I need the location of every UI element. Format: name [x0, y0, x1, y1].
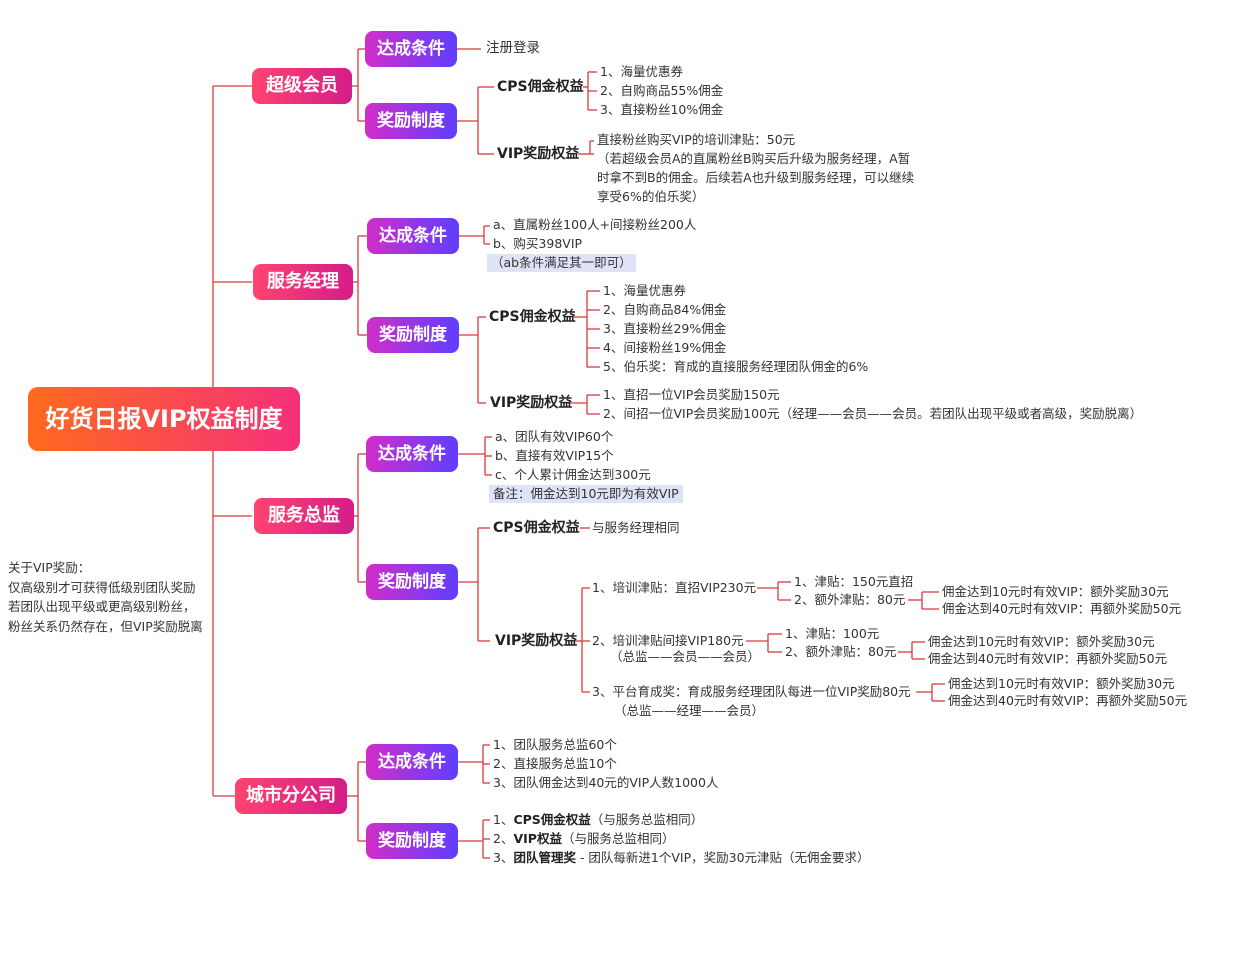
node-director-reward[interactable]: 奖励制度 — [366, 564, 458, 600]
node-city-branch[interactable]: 城市分公司 — [235, 778, 347, 814]
city-reward-num: 3、 — [493, 850, 514, 865]
director-vip1-bonus: 佣金达到40元时有效VIP：再额外奖励50元 — [942, 601, 1182, 616]
note-line: 关于VIP奖励： — [8, 560, 91, 575]
node-service-director[interactable]: 服务总监 — [254, 498, 354, 534]
manager-reach-item: b、购买398VIP — [493, 236, 583, 251]
director-vip3-path: （总监——经理——会员） — [614, 703, 765, 718]
super-vip-text: （若超级会员A的直属粉丝B购买后升级为服务经理，A暂 — [597, 151, 911, 166]
city-reward-item: 1、CPS佣金权益（与服务总监相同） — [493, 811, 703, 829]
city-reward-desc: （与服务总监相同） — [590, 812, 704, 827]
super-cps-label: CPS佣金权益 — [497, 79, 584, 95]
super-vip-text: 时拿不到B的佣金。后续若A也升级到服务经理，可以继续 — [597, 170, 915, 185]
city-reward-num: 1、 — [493, 812, 514, 827]
manager-vip-label: VIP奖励权益 — [490, 395, 573, 411]
super-vip-text: 直接粉丝购买VIP的培训津贴：50元 — [597, 132, 796, 147]
director-reach-item: c、个人累计佣金达到300元 — [495, 467, 651, 482]
city-reward-desc: （与服务总监相同） — [561, 831, 675, 846]
city-reward-name: VIP权益 — [513, 831, 562, 846]
super-cps-item: 3、直接粉丝10%佣金 — [600, 102, 724, 117]
manager-reach-item: a、直属粉丝100人+间接粉丝200人 — [493, 217, 697, 232]
manager-vip-item: 2、间招一位VIP会员奖励100元（经理——会员——会员。若团队出现平级或者高级… — [603, 406, 1143, 421]
vip-reward-note: 关于VIP奖励： 仅高级别才可获得低级别团队奖励 若团队出现平级或更高级别粉丝，… — [8, 558, 203, 636]
director-vip3: 3、平台育成奖：育成服务经理团队每进一位VIP奖励80元 — [592, 684, 911, 699]
node-super-reach[interactable]: 达成条件 — [365, 31, 457, 67]
manager-vip-item: 1、直招一位VIP会员奖励150元 — [603, 387, 780, 402]
director-cps-same: 与服务经理相同 — [592, 520, 680, 535]
city-reward-name: CPS佣金权益 — [513, 812, 591, 827]
node-super-member[interactable]: 超级会员 — [252, 68, 352, 104]
super-vip-label: VIP奖励权益 — [497, 146, 580, 162]
director-reach-item: a、团队有效VIP60个 — [495, 429, 614, 444]
node-city-reward[interactable]: 奖励制度 — [366, 823, 458, 859]
city-reward-item: 2、VIP权益（与服务总监相同） — [493, 830, 674, 848]
manager-cps-item: 1、海量优惠券 — [603, 283, 686, 298]
city-reward-item: 3、团队管理奖 - 团队每新进1个VIP，奖励30元津贴（无佣金要求） — [493, 849, 870, 867]
city-reward-name: 团队管理奖 — [513, 850, 576, 865]
city-reach-item: 2、直接服务总监10个 — [493, 756, 617, 771]
super-reach-text: 注册登录 — [486, 40, 540, 56]
root-node[interactable]: 好货日报VIP权益制度 — [28, 387, 300, 451]
director-vip2-path: （总监——会员——会员） — [610, 649, 761, 664]
director-vip2-bonus: 佣金达到40元时有效VIP：再额外奖励50元 — [928, 651, 1168, 666]
city-reward-num: 2、 — [493, 831, 514, 846]
node-super-reward[interactable]: 奖励制度 — [365, 103, 457, 139]
node-city-reach[interactable]: 达成条件 — [366, 744, 458, 780]
director-vip3-bonus: 佣金达到40元时有效VIP：再额外奖励50元 — [948, 693, 1188, 708]
director-vip1-bonus: 佣金达到10元时有效VIP：额外奖励30元 — [942, 584, 1169, 599]
city-reward-desc: - 团队每新进1个VIP，奖励30元津贴（无佣金要求） — [575, 850, 870, 865]
director-reach-note: 备注：佣金达到10元即为有效VIP — [489, 485, 683, 503]
director-vip1: 1、培训津贴：直招VIP230元 — [592, 580, 757, 595]
manager-cps-item: 4、间接粉丝19%佣金 — [603, 340, 727, 355]
note-line: 若团队出现平级或更高级别粉丝， — [8, 599, 196, 614]
director-vip2-sub: 2、额外津贴：80元 — [785, 644, 897, 659]
manager-cps-item: 2、自购商品84%佣金 — [603, 302, 727, 317]
director-vip2: 2、培训津贴间接VIP180元 — [592, 633, 744, 648]
note-line: 仅高级别才可获得低级别团队奖励 — [8, 579, 196, 595]
super-cps-item: 2、自购商品55%佣金 — [600, 83, 724, 98]
director-vip2-sub: 1、津贴：100元 — [785, 626, 880, 641]
node-manager-reward[interactable]: 奖励制度 — [367, 317, 459, 353]
manager-cps-label: CPS佣金权益 — [489, 309, 576, 325]
director-vip3-bonus: 佣金达到10元时有效VIP：额外奖励30元 — [948, 676, 1175, 691]
manager-cps-item: 5、伯乐奖：育成的直接服务经理团队佣金的6% — [603, 359, 869, 374]
director-cps-label: CPS佣金权益 — [493, 520, 580, 536]
director-vip1-sub: 2、额外津贴：80元 — [794, 592, 906, 607]
super-vip-text: 享受6%的伯乐奖） — [597, 189, 705, 204]
node-manager-reach[interactable]: 达成条件 — [367, 218, 459, 254]
city-reach-item: 3、团队佣金达到40元的VIP人数1000人 — [493, 775, 719, 790]
note-line: 粉丝关系仍然存在，但VIP奖励脱离 — [8, 618, 203, 634]
director-vip2-bonus: 佣金达到10元时有效VIP：额外奖励30元 — [928, 634, 1155, 649]
node-service-manager[interactable]: 服务经理 — [253, 264, 353, 300]
director-vip1-sub: 1、津贴：150元直招 — [794, 574, 914, 589]
city-reach-item: 1、团队服务总监60个 — [493, 737, 617, 752]
super-cps-item: 1、海量优惠券 — [600, 64, 683, 79]
director-vip-label: VIP奖励权益 — [495, 633, 578, 649]
manager-reach-note: （ab条件满足其一即可） — [487, 254, 636, 272]
manager-cps-item: 3、直接粉丝29%佣金 — [603, 321, 727, 336]
node-director-reach[interactable]: 达成条件 — [366, 436, 458, 472]
director-reach-item: b、直接有效VIP15个 — [495, 448, 614, 463]
